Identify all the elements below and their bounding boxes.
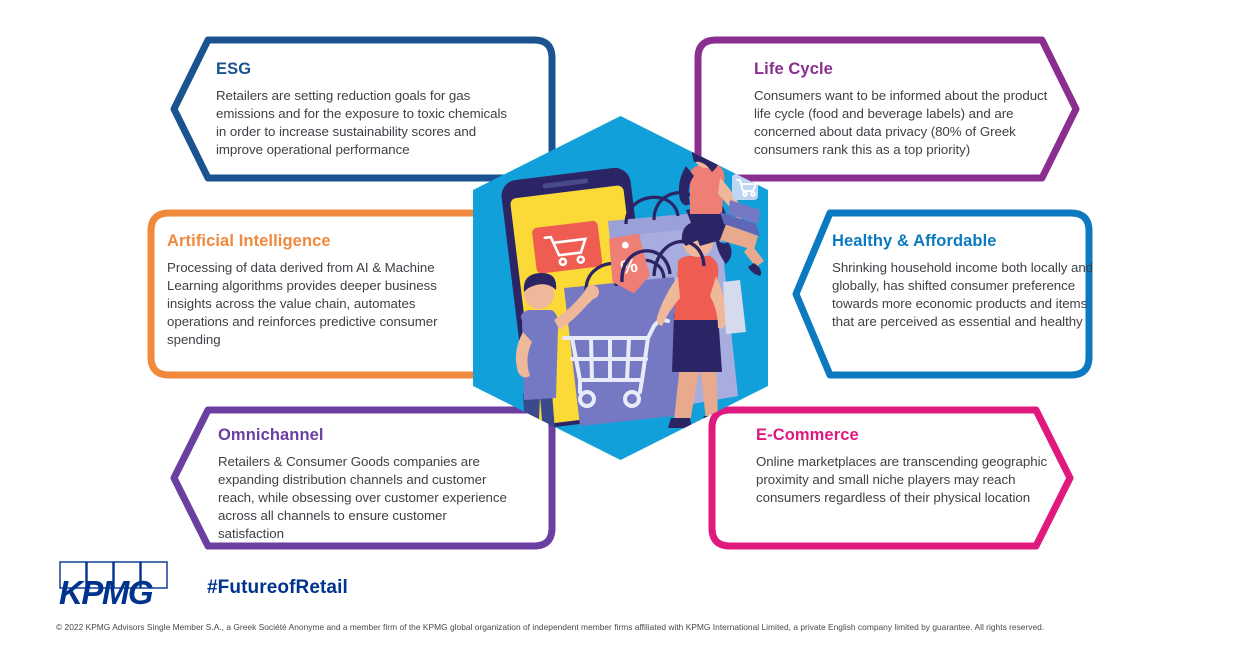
card-life-cycle-text: Consumers want to be informed about the … xyxy=(754,88,1048,158)
card-artificial-intelligence[interactable]: Artificial Intelligence Processing of da… xyxy=(145,208,535,380)
card-omnichannel-title: Omnichannel xyxy=(218,426,324,444)
card-artificial-intelligence-outline xyxy=(147,209,521,379)
card-healthy-affordable[interactable]: Healthy & Affordable Shrinking household… xyxy=(790,208,1095,380)
card-e-commerce[interactable]: E-Commerce Online marketplaces are trans… xyxy=(706,404,1076,552)
card-esg-title: ESG xyxy=(216,60,252,78)
man-pointing-figure xyxy=(515,272,599,452)
bag-handles-front xyxy=(620,239,706,283)
card-healthy-affordable-title: Healthy & Affordable xyxy=(832,232,997,250)
footer: KPMG #FutureofRetail © 2022 KPMG Advisor… xyxy=(0,552,1240,647)
card-healthy-affordable-outline xyxy=(792,209,1093,379)
kpmg-logo: KPMG xyxy=(57,560,177,610)
card-healthy-affordable-body: Healthy & Affordable Shrinking household… xyxy=(832,232,1102,331)
card-life-cycle-body: Life Cycle Consumers want to be informed… xyxy=(754,60,1059,159)
card-esg-body: ESG Retailers are setting reduction goal… xyxy=(216,60,514,159)
copyright-notice: © 2022 KPMG Advisors Single Member S.A.,… xyxy=(56,622,1045,632)
card-life-cycle-title: Life Cycle xyxy=(754,60,833,78)
card-omnichannel-body: Omnichannel Retailers & Consumer Goods c… xyxy=(218,426,514,544)
hashtag-future-of-retail: #FutureofRetail xyxy=(207,577,348,598)
large-cart-outline xyxy=(562,318,670,408)
shopping-cart-icon xyxy=(543,235,588,267)
center-hexagon-illustration: % xyxy=(468,114,773,462)
card-e-commerce-outline xyxy=(708,406,1074,550)
svg-text:%: % xyxy=(619,255,639,279)
cart-app-icon xyxy=(732,174,758,200)
svg-text:KPMG: KPMG xyxy=(59,574,153,610)
card-healthy-affordable-text: Shrinking household income both locally … xyxy=(832,260,1094,330)
card-artificial-intelligence-body: Artificial Intelligence Processing of da… xyxy=(167,232,467,350)
card-omnichannel-text: Retailers & Consumer Goods companies are… xyxy=(218,454,507,542)
card-esg-text: Retailers are setting reduction goals fo… xyxy=(216,88,507,158)
card-artificial-intelligence-title: Artificial Intelligence xyxy=(167,232,331,250)
card-e-commerce-text: Online marketplaces are transcending geo… xyxy=(756,454,1048,506)
card-e-commerce-title: E-Commerce xyxy=(756,426,859,444)
woman-on-laptop-figure xyxy=(678,137,764,276)
card-omnichannel[interactable]: Omnichannel Retailers & Consumer Goods c… xyxy=(168,404,558,552)
card-artificial-intelligence-text: Processing of data derived from AI & Mac… xyxy=(167,260,438,348)
kpmg-logo-svg: KPMG xyxy=(59,561,168,610)
discount-percent-tag: % xyxy=(609,233,650,294)
retail-illustration-svg: % xyxy=(473,116,768,460)
card-e-commerce-body: E-Commerce Online marketplaces are trans… xyxy=(756,426,1056,507)
